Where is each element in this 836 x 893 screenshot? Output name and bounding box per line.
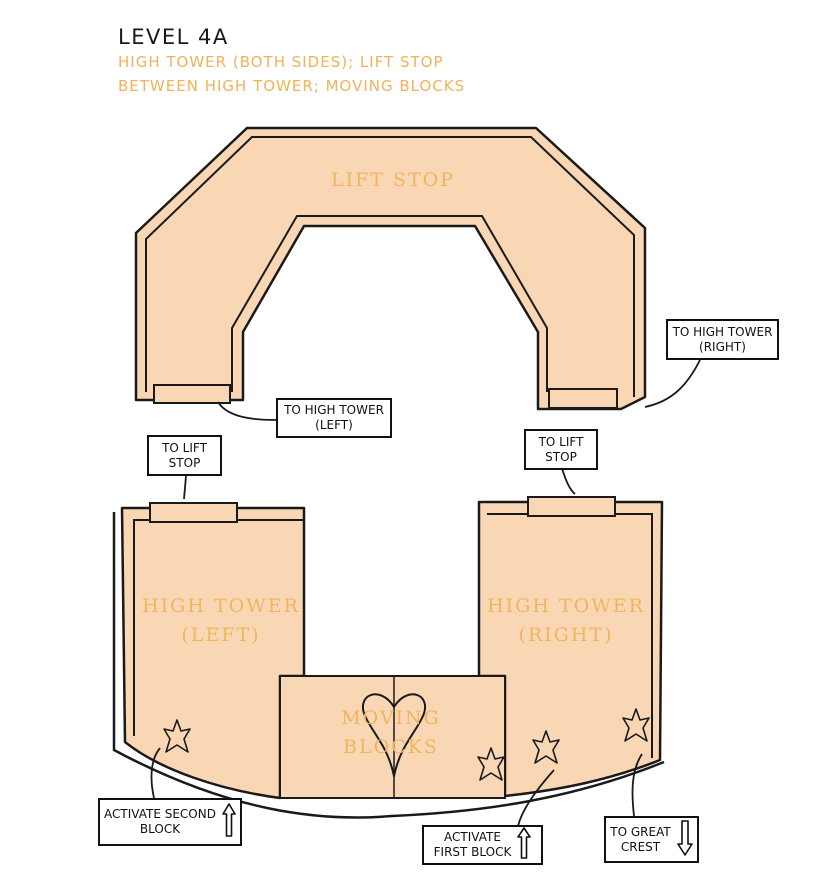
callout-to-great-crest[interactable]: TO GREAT CREST — [604, 816, 699, 863]
arrow-up-icon — [517, 827, 532, 863]
lift-stop-floor — [134, 126, 647, 411]
moving-blocks-floor — [279, 675, 506, 799]
star-icon[interactable] — [163, 719, 191, 753]
callout-line1: TO HIGH TOWER — [284, 403, 384, 417]
callout-to-high-tower-left[interactable]: TO HIGH TOWER (LEFT) — [276, 398, 392, 438]
moving-blocks-label-line2: BLOCKS — [343, 736, 439, 758]
callout-line2: STOP — [168, 455, 201, 470]
door-to-high-tower-left[interactable] — [153, 384, 231, 404]
callout-text: ACTIVATE FIRST BLOCK — [434, 830, 512, 860]
leader-line — [561, 467, 576, 495]
callout-line1: TO LIFT — [538, 434, 584, 449]
callout-text: ACTIVATE SECOND BLOCK — [104, 807, 216, 837]
door-to-lift-stop-right[interactable] — [527, 496, 616, 517]
lift-stop-label-text: LIFT STOP — [330, 169, 456, 191]
callout-text: TO LIFT STOP — [162, 441, 207, 471]
callout-line1: TO GREAT — [610, 824, 671, 839]
leader-line — [644, 359, 701, 408]
callout-line1: ACTIVATE SECOND — [104, 807, 216, 821]
callout-line2: (RIGHT) — [699, 339, 746, 354]
leader-line — [183, 475, 187, 500]
star-icon[interactable] — [477, 747, 505, 781]
lift-stop-inner-wall — [145, 136, 635, 397]
page-title: LEVEL 4A — [118, 25, 229, 49]
arrow-up-icon — [222, 803, 236, 841]
high-tower-right-label-line2: (RIGHT) — [518, 624, 614, 646]
callout-text: TO LIFT STOP — [539, 435, 584, 465]
stars — [163, 708, 650, 781]
heart-icon — [361, 693, 427, 777]
leader-line — [517, 769, 555, 827]
callout-text: TO HIGH TOWER (RIGHT) — [673, 325, 773, 355]
lift-stop-area — [134, 126, 647, 411]
lower-complex — [112, 496, 665, 819]
callout-line1: ACTIVATE — [444, 830, 501, 844]
high-tower-left-label-line1: HIGH TOWER — [142, 595, 300, 617]
high-tower-left-label: HIGH TOWER (LEFT) — [142, 592, 300, 650]
lower-inner-wall-right — [487, 513, 653, 758]
page-subtitle-line2: BETWEEN HIGH TOWER; MOVING BLOCKS — [118, 77, 466, 95]
lift-stop-arch-wall — [231, 215, 548, 392]
lift-stop-label: LIFT STOP — [331, 166, 455, 195]
moving-blocks-label: MOVING BLOCKS — [341, 704, 441, 762]
lower-inner-wall-left — [133, 519, 304, 736]
leader-line — [150, 747, 161, 799]
leader-line — [631, 753, 643, 817]
callout-text: TO HIGH TOWER (LEFT) — [284, 403, 384, 433]
high-tower-left-label-line2: (LEFT) — [181, 624, 261, 646]
high-tower-right-label: HIGH TOWER (RIGHT) — [487, 592, 645, 650]
callout-text: TO GREAT CREST — [610, 825, 670, 855]
star-icon[interactable] — [532, 730, 560, 764]
moving-blocks-label-line1: MOVING — [341, 707, 441, 729]
callout-line2: BLOCK — [139, 822, 181, 836]
door-to-high-tower-right[interactable] — [548, 388, 618, 409]
leader-line — [217, 401, 277, 421]
callout-line2: STOP — [545, 449, 577, 464]
leader-lines — [150, 359, 701, 827]
callout-to-lift-stop-left[interactable]: TO LIFT STOP — [147, 435, 222, 476]
callout-line1: TO LIFT — [162, 440, 207, 455]
high-tower-right-label-line1: HIGH TOWER — [487, 595, 645, 617]
page-subtitle-line1: HIGH TOWER (BOTH SIDES); LIFT STOP — [118, 53, 444, 71]
callout-activate-first-block[interactable]: ACTIVATE FIRST BLOCK — [422, 825, 543, 865]
callout-line1: TO HIGH TOWER — [672, 324, 773, 339]
door-to-lift-stop-left[interactable] — [149, 502, 238, 523]
callout-line2: (LEFT) — [315, 418, 353, 432]
arrow-down-icon — [676, 819, 693, 860]
star-icon[interactable] — [622, 708, 650, 742]
callout-line2: FIRST BLOCK — [433, 845, 512, 859]
high-tower-left-floor — [120, 506, 306, 800]
callout-line2: CREST — [620, 839, 661, 854]
callout-activate-second-block[interactable]: ACTIVATE SECOND BLOCK — [98, 798, 242, 846]
lower-outer-wall — [112, 512, 665, 819]
callout-to-lift-stop-right[interactable]: TO LIFT STOP — [524, 429, 598, 470]
callout-to-high-tower-right[interactable]: TO HIGH TOWER (RIGHT) — [666, 319, 779, 360]
